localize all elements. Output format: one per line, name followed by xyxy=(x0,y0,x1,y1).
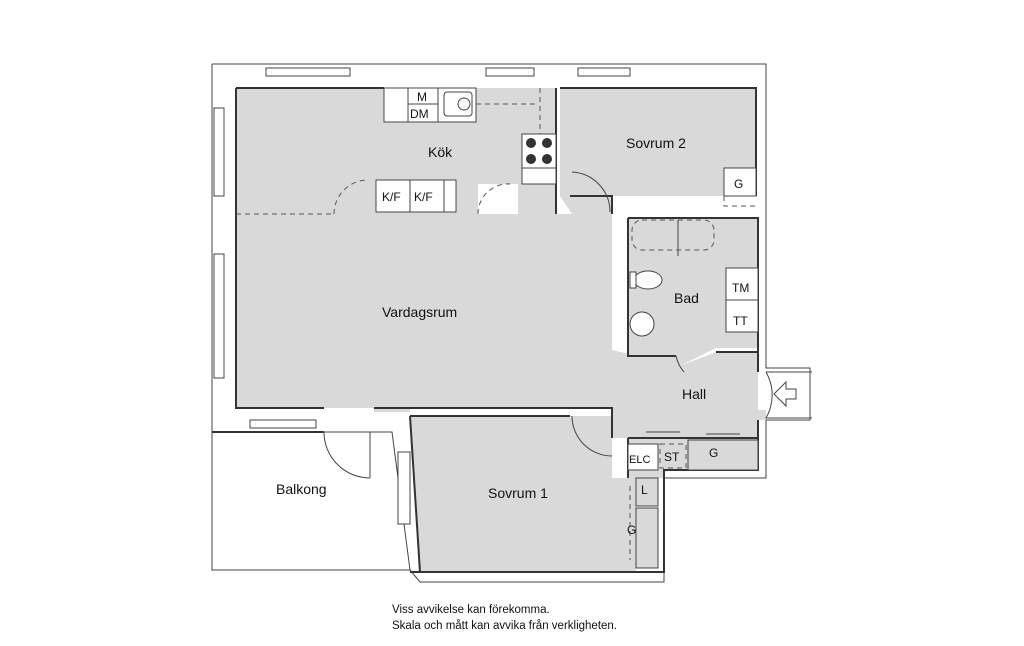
stove-burner xyxy=(526,138,536,148)
kitchen-column xyxy=(521,167,557,185)
window-s1 xyxy=(249,419,317,429)
window-n3 xyxy=(577,67,631,77)
stove-burner xyxy=(542,138,552,148)
disclaimer: Viss avvikelse kan förekomma. Skala och … xyxy=(392,602,617,634)
stove-burner xyxy=(542,154,552,164)
closet-l xyxy=(635,477,659,507)
label-bad: Bad xyxy=(674,290,699,306)
closet-st xyxy=(659,443,687,469)
room-balkong xyxy=(211,431,411,571)
disclaimer-line-2: Skala och mått kan avvika från verklighe… xyxy=(392,620,618,632)
label-fridge-1: K/F xyxy=(382,190,401,204)
window-n1 xyxy=(265,67,351,77)
label-washer: TM xyxy=(732,281,749,295)
disclaimer-line-1: Viss avvikelse kan förekomma. xyxy=(392,604,550,616)
wall-living-south xyxy=(374,407,613,438)
window-w1 xyxy=(213,107,225,197)
door-kitchen-right xyxy=(477,183,511,215)
label-storage: ST xyxy=(664,450,680,464)
door-entry xyxy=(765,371,812,419)
window-n2 xyxy=(485,67,535,77)
wardrobe-door-dash xyxy=(723,196,756,207)
door-sovrum2 xyxy=(571,171,611,213)
label-kok: Kök xyxy=(428,144,453,160)
closet-g-hall xyxy=(687,439,759,471)
closet-g-sovrum1 xyxy=(635,507,659,569)
label-wardrobe-sovrum2: G xyxy=(734,177,743,191)
label-vardagsrum: Vardagsrum xyxy=(382,304,457,320)
wall-sovrum2-south xyxy=(570,195,613,214)
door-balkong xyxy=(323,431,371,479)
door-kitchen-left xyxy=(333,179,369,215)
label-linen: L xyxy=(641,483,648,497)
door-sovrum1 xyxy=(571,415,613,457)
wall-sovrum1-west xyxy=(409,415,421,573)
label-balkong: Balkong xyxy=(276,481,327,497)
room-sovrum2 xyxy=(560,88,756,214)
label-fridge-2: K/F xyxy=(414,190,433,204)
sink-basin xyxy=(457,97,471,111)
wall-bad xyxy=(627,218,676,357)
door-bad xyxy=(675,355,685,373)
wardrobe-sovrum2 xyxy=(723,167,757,197)
label-micro: M xyxy=(417,90,427,104)
toilet-tank xyxy=(629,271,637,289)
label-dryer: TT xyxy=(733,314,748,328)
wall-sovrum2 xyxy=(560,87,757,196)
closet-elc xyxy=(627,443,659,471)
label-dishwasher: DM xyxy=(410,107,429,121)
stove-burner xyxy=(526,154,536,164)
window-s2 xyxy=(397,451,411,525)
wall-west xyxy=(235,88,324,409)
label-wardrobe-hall: G xyxy=(709,446,718,460)
label-sovrum1: Sovrum 1 xyxy=(488,485,548,501)
entry-arrow-icon xyxy=(773,380,797,408)
window-w2 xyxy=(213,253,225,379)
stove-icon xyxy=(521,133,557,169)
fridge-unit xyxy=(375,179,457,213)
room-vardagsrum xyxy=(236,214,612,412)
label-wardrobe-sovrum1: G xyxy=(627,523,636,537)
label-electrical: ELC xyxy=(629,454,650,466)
washbasin-icon xyxy=(629,311,655,337)
label-hall: Hall xyxy=(682,386,706,402)
toilet-icon xyxy=(633,270,663,290)
bathtub-icon xyxy=(631,219,715,251)
room-sovrum1 xyxy=(410,416,636,572)
label-sovrum2: Sovrum 2 xyxy=(626,135,686,151)
